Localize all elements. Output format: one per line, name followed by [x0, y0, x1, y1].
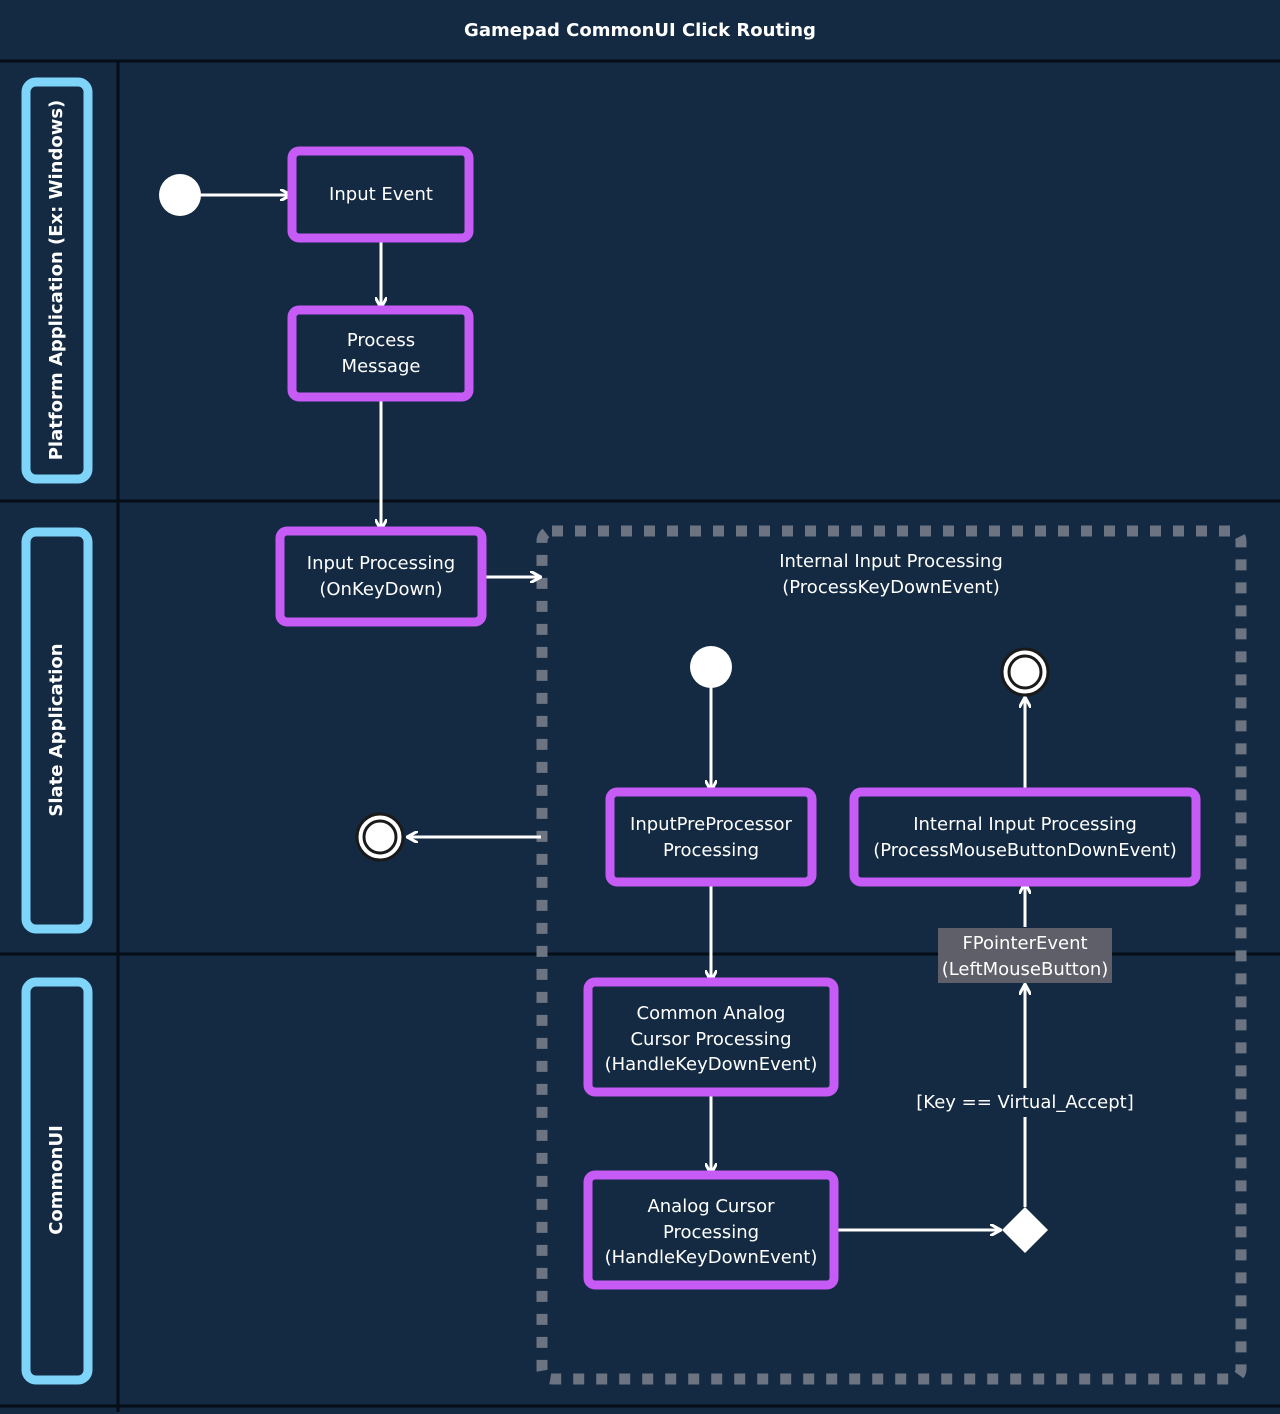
node-process-message: Process Message	[287, 305, 474, 402]
node-process-message-box	[287, 305, 474, 402]
node-common-analog-line-2: Cursor Processing	[630, 1029, 791, 1050]
node-preprocessor-line-2: Processing	[663, 840, 759, 861]
lane-slate: Slate Application	[21, 527, 93, 934]
guard-label: [Key == Virtual_Accept]	[916, 1092, 1133, 1113]
pointer-event-label-line-2: (LeftMouseButton)	[942, 959, 1109, 980]
node-internal-mouse-line-1: Internal Input Processing	[913, 814, 1137, 835]
outer-final-node-core	[362, 819, 398, 855]
node-preprocessor-box	[605, 787, 817, 887]
lane-commonui-label: CommonUI	[46, 1125, 67, 1235]
node-process-message-line-1: Process	[347, 330, 415, 351]
node-common-analog: Common Analog Cursor Processing (HandleK…	[583, 977, 839, 1097]
node-input-processing-line-1: Input Processing	[307, 553, 455, 574]
pointer-event-label: FPointerEvent (LeftMouseButton)	[938, 928, 1112, 983]
node-preprocessor: InputPreProcessor Processing	[605, 787, 817, 887]
pointer-event-label-line-1: FPointerEvent	[962, 933, 1087, 954]
node-input-processing: Input Processing (OnKeyDown)	[275, 526, 487, 627]
lane-platform-border	[21, 77, 93, 484]
node-preprocessor-line-1: InputPreProcessor	[630, 814, 793, 835]
node-input-event: Input Event	[287, 146, 474, 243]
node-analog-cursor: Analog Cursor Processing (HandleKeyDownE…	[583, 1170, 839, 1290]
lane-commonui-border	[21, 977, 93, 1385]
node-common-analog-box	[583, 977, 839, 1097]
lane-platform-label: Platform Application (Ex: Windows)	[46, 100, 67, 461]
lane-slate-label: Slate Application	[46, 643, 67, 816]
node-analog-cursor-line-2: Processing	[663, 1222, 759, 1243]
inner-final-node-core	[1007, 654, 1043, 690]
node-input-processing-line-2: (OnKeyDown)	[319, 579, 442, 600]
node-input-processing-box	[275, 526, 487, 627]
outer-final-node	[355, 812, 405, 862]
node-common-analog-line-1: Common Analog	[637, 1003, 786, 1024]
lane-commonui: CommonUI	[21, 977, 93, 1385]
node-input-event-box	[287, 146, 474, 243]
decision-node	[1002, 1207, 1048, 1253]
node-analog-cursor-box	[583, 1170, 839, 1290]
node-internal-mouse-line-2: (ProcessMouseButtonDownEvent)	[873, 840, 1177, 861]
node-internal-mouse-box	[849, 787, 1201, 887]
node-process-message-line-2: Message	[342, 356, 421, 377]
inner-final-node	[1000, 647, 1050, 697]
inner-initial-node	[690, 646, 732, 688]
diagram-title: Gamepad CommonUI Click Routing	[464, 20, 816, 41]
node-common-analog-line-3: (HandleKeyDownEvent)	[605, 1054, 818, 1075]
pointer-event-label-bg	[938, 928, 1112, 983]
group-label-line-1: Internal Input Processing	[779, 551, 1003, 572]
node-analog-cursor-line-3: (HandleKeyDownEvent)	[605, 1247, 818, 1268]
node-input-event-line-1: Input Event	[329, 184, 433, 205]
internal-processing-group	[536, 525, 1247, 1385]
edges	[200, 195, 1025, 1230]
lane-platform: Platform Application (Ex: Windows)	[21, 77, 93, 484]
initial-node-start	[159, 174, 201, 216]
node-internal-mouse: Internal Input Processing (ProcessMouseB…	[849, 787, 1201, 887]
group-label-line-2: (ProcessKeyDownEvent)	[782, 577, 1000, 598]
node-analog-cursor-line-1: Analog Cursor	[647, 1196, 775, 1217]
lane-slate-border	[21, 527, 93, 934]
